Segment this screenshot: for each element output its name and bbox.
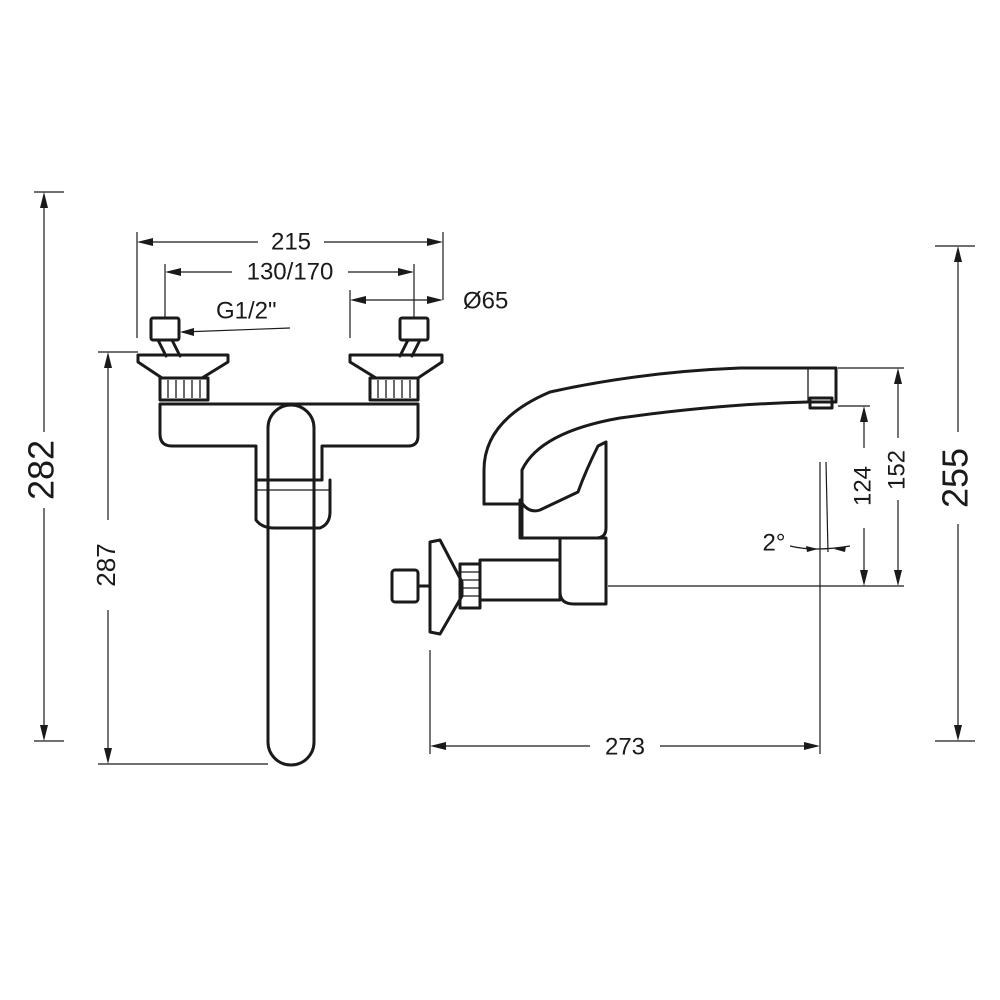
label-thread: G1/2" [216,297,277,324]
thread-callout: G1/2" [180,297,291,336]
label-spout-angle: 2° [763,529,786,556]
dim-spout-drop: 287 [91,351,268,765]
side-inlet-connector [390,538,482,636]
front-view [136,316,444,767]
label-outlet-height-152: 152 [883,450,910,490]
handle-block [558,536,608,606]
label-total-height-side: 255 [935,448,976,508]
label-overall-height: 282 [21,440,62,500]
dim-spout-angle: 2° [763,461,851,556]
side-body [478,558,562,602]
label-spout-reach: 273 [605,733,645,760]
aerator [808,396,834,410]
label-cover-diameter: Ø65 [463,287,508,314]
side-view [390,366,838,636]
right-inlet-connector [348,316,444,402]
front-spout [266,403,316,767]
dim-total-height-side: 255 [935,245,976,742]
dim-overall-width: 215 [136,228,444,338]
label-inlet-spacing: 130/170 [247,258,334,285]
dim-inlet-spacing: 130/170 [164,258,415,318]
swivel-spout [482,366,838,506]
label-outlet-height-124: 124 [849,466,876,506]
dim-cover-diameter: Ø65 [349,287,508,338]
dim-outlet-height-152: 152 [883,368,910,586]
label-overall-width: 215 [271,228,311,255]
lever-handle [518,440,608,540]
label-spout-drop: 287 [91,543,121,586]
dim-outlet-height-124: 124 [849,406,876,586]
body-collar [254,478,332,530]
dim-spout-reach: 273 [429,462,821,760]
mixer-body [158,402,420,482]
dim-overall-height: 282 [21,191,64,742]
